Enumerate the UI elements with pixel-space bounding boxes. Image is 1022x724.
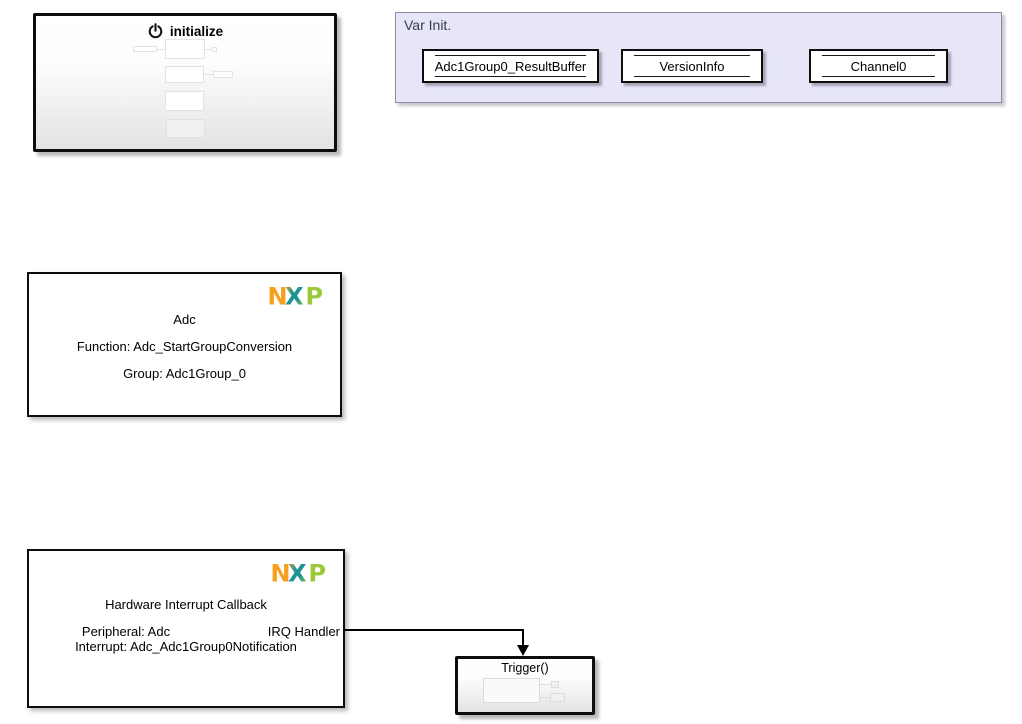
- nxp-logo-icon: N X P: [267, 283, 323, 309]
- irq-signal-line-horizontal[interactable]: [345, 629, 523, 631]
- irq-signal-line-vertical[interactable]: [522, 629, 524, 646]
- power-icon: [148, 23, 163, 39]
- var-init-area[interactable]: Var Init. Adc1Group0_ResultBuffer Versio…: [395, 12, 1002, 103]
- initialize-label: initialize: [169, 24, 224, 39]
- svg-text:P: P: [305, 283, 323, 309]
- datastore-channel0[interactable]: Channel0: [809, 49, 948, 83]
- nxp-logo-icon: N X P: [270, 560, 326, 586]
- initialize-header: initialize: [36, 16, 334, 40]
- trigger-label: Trigger(): [501, 661, 549, 675]
- svg-text:N: N: [270, 560, 290, 586]
- datastore-versioninfo[interactable]: VersionInfo: [621, 49, 763, 83]
- hw-interrupt-peripheral-line: Peripheral: Adc: [81, 624, 171, 639]
- adc-block-function-line: Function: Adc_StartGroupConversion: [76, 339, 293, 354]
- adc-block-title: Adc: [173, 312, 196, 327]
- datastore-name: Channel0: [850, 58, 907, 74]
- svg-text:P: P: [308, 560, 326, 586]
- trigger-subsystem-block[interactable]: Trigger(): [455, 656, 595, 715]
- signal-arrowhead-icon[interactable]: [517, 645, 529, 656]
- irq-handler-port-label: IRQ Handler: [267, 624, 340, 639]
- adc-block-group-line: Group: Adc1Group_0: [123, 366, 246, 381]
- hardware-interrupt-callback-block[interactable]: N X P Hardware Interrupt Callback Periph…: [27, 549, 345, 708]
- svg-text:N: N: [267, 283, 287, 309]
- datastore-name: VersionInfo: [659, 58, 725, 74]
- svg-text:X: X: [285, 283, 304, 309]
- datastore-adc1group0-resultbuffer[interactable]: Adc1Group0_ResultBuffer: [422, 49, 599, 83]
- datastore-name: Adc1Group0_ResultBuffer: [434, 58, 587, 74]
- hw-interrupt-interrupt-line: Interrupt: Adc_Adc1Group0Notification: [75, 639, 297, 654]
- svg-text:X: X: [288, 560, 307, 586]
- hw-interrupt-title: Hardware Interrupt Callback: [105, 597, 267, 612]
- initialize-subsystem-block[interactable]: initialize: [33, 13, 337, 152]
- adc-start-group-conversion-block[interactable]: N X P Adc Function: Adc_StartGroupConver…: [27, 272, 342, 417]
- var-init-area-label: Var Init.: [404, 17, 452, 33]
